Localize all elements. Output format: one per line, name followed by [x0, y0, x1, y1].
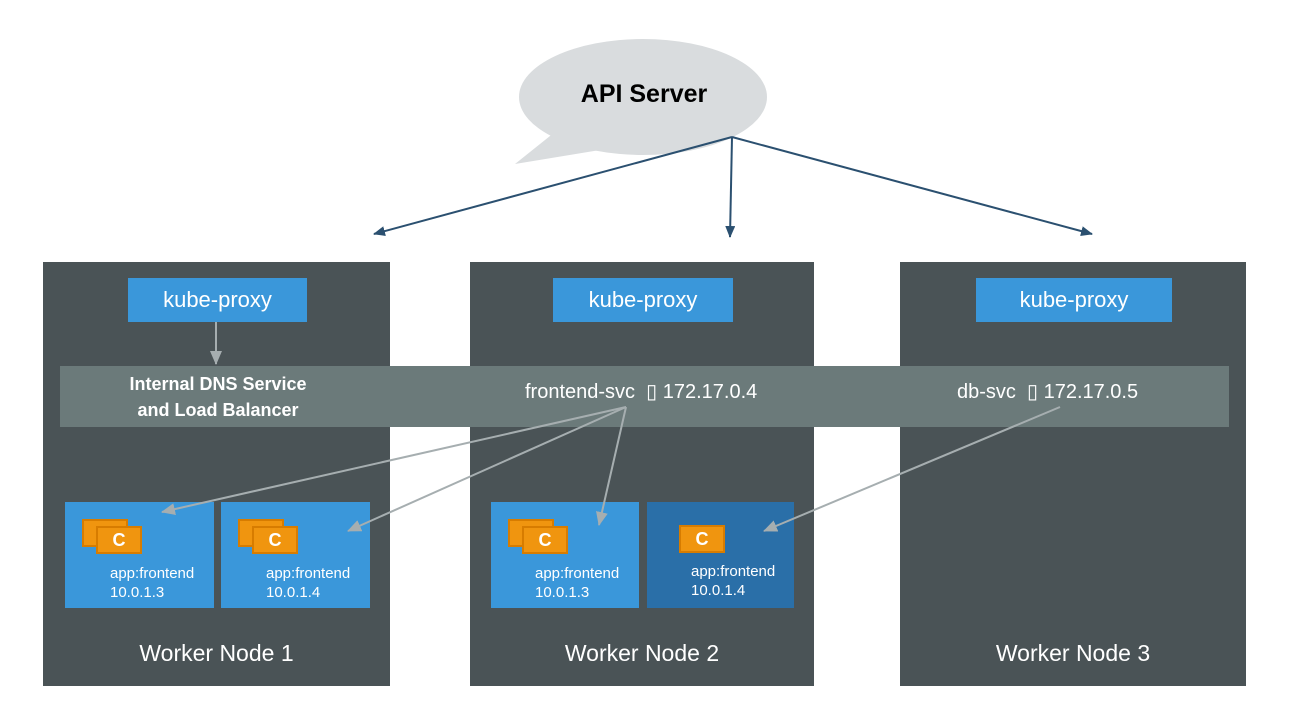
api-arrow-node-3 [731, 136, 1093, 236]
pod-ip: 10.0.1.3 [110, 584, 165, 601]
pod-node2-db: C app:frontend 10.0.1.4 [647, 502, 794, 608]
pod-ip: 10.0.1.4 [266, 584, 321, 601]
container-icon: C [522, 526, 568, 554]
pod-node1-b: C app:frontend 10.0.1.4 [221, 502, 370, 608]
kube-proxy-node-2: kube-proxy [553, 278, 733, 322]
db-svc-label: db-svc ▯ 172.17.0.5 [957, 381, 1139, 403]
frontend-svc-arrow-pod-3 [596, 406, 627, 526]
container-icon: C [252, 526, 298, 554]
db-svc-arrow-pod [763, 406, 1061, 532]
pod-ip: 10.0.1.4 [691, 582, 746, 599]
pod-label: app:frontend [266, 565, 351, 582]
pod-label: app:frontend [535, 565, 620, 582]
pod-ip: 10.0.1.3 [535, 584, 590, 601]
kube-proxy-node-3: kube-proxy [976, 278, 1172, 322]
kube-proxy-node-1: kube-proxy [128, 278, 307, 322]
worker-node-2-label: Worker Node 2 [564, 640, 720, 666]
api-arrow-node-2 [725, 136, 736, 238]
api-server-label: API Server [580, 80, 708, 108]
worker-node-2: Worker Node 2 [470, 262, 814, 686]
pod-node2-a: C app:frontend 10.0.1.3 [491, 502, 639, 608]
api-server-bubble [515, 39, 767, 164]
api-arrow-node-1 [373, 136, 733, 236]
frontend-svc-arrow-pod-1 [161, 406, 627, 515]
frontend-svc-arrow-pod-2 [347, 406, 627, 532]
pod-label: app:frontend [691, 563, 776, 580]
pod-label: app:frontend [110, 565, 195, 582]
frontend-svc-label: frontend-svc ▯ 172.17.0.4 [525, 381, 758, 403]
dns-load-balancer-title: Internal DNS Service and Load Balancer [129, 374, 307, 420]
worker-node-3: Worker Node 3 [900, 262, 1246, 686]
worker-node-3-label: Worker Node 3 [995, 640, 1151, 666]
worker-node-1-label: Worker Node 1 [139, 640, 294, 666]
pod-node1-a: C app:frontend 10.0.1.3 [65, 502, 214, 608]
container-icon: C [96, 526, 142, 554]
container-icon: C [679, 525, 725, 553]
